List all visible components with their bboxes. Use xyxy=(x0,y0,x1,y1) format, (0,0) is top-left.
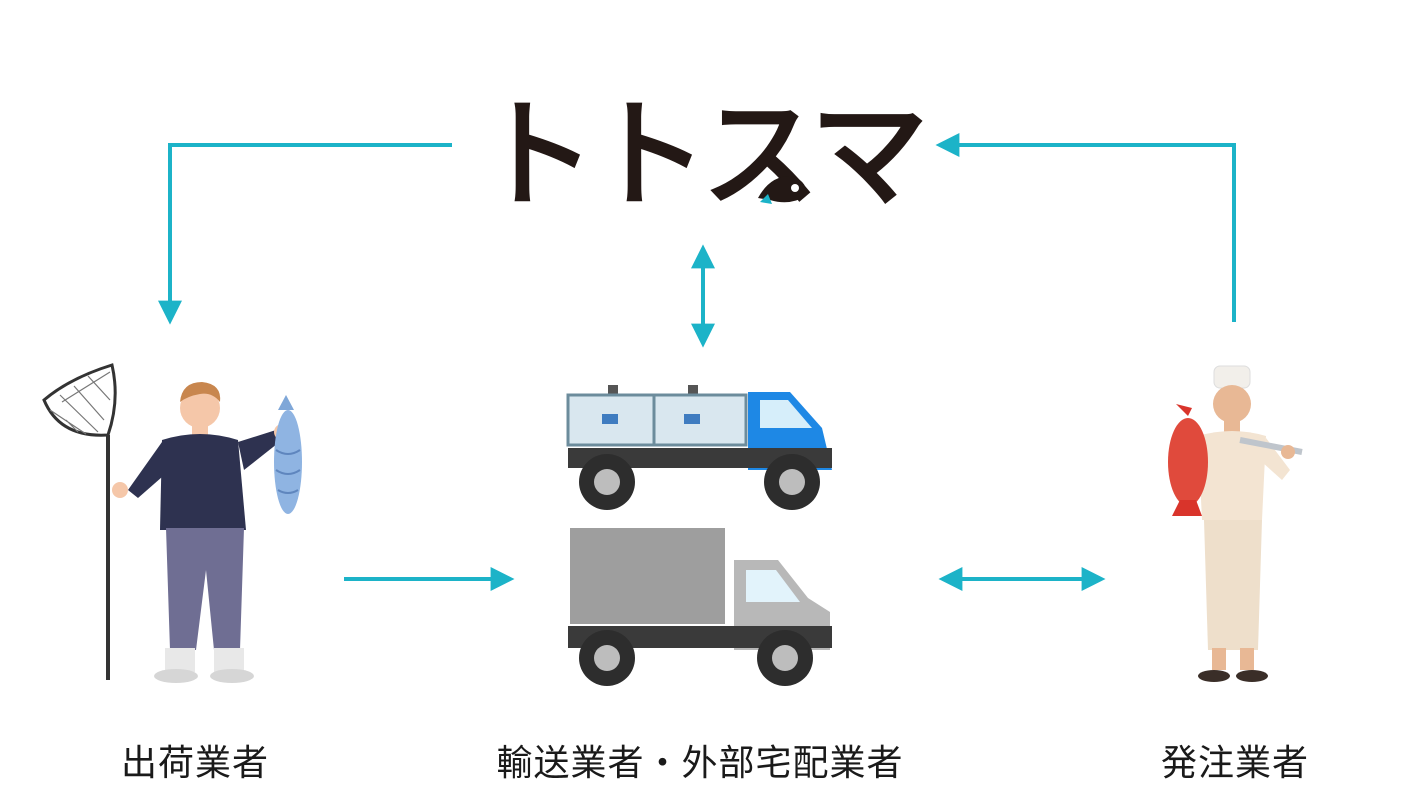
arrow-orderer-to-logo xyxy=(935,133,1236,322)
label-orderer: 発注業者 xyxy=(1160,743,1309,784)
tanker-truck-icon xyxy=(566,385,832,510)
fisherman-icon xyxy=(42,363,302,683)
totosuma-logo: トトスマ xyxy=(478,86,929,224)
box-truck-icon xyxy=(568,528,832,686)
chef-icon xyxy=(1168,365,1303,682)
fish-accent-icon xyxy=(758,176,807,204)
label-transport: 輸送業者・外部宅配業者 xyxy=(496,743,904,784)
arrows xyxy=(158,133,1236,591)
label-shipper: 出荷業者 xyxy=(120,743,269,784)
arrow-logo-to-shipper xyxy=(158,143,452,325)
logo-text: トトスマ xyxy=(478,86,923,224)
